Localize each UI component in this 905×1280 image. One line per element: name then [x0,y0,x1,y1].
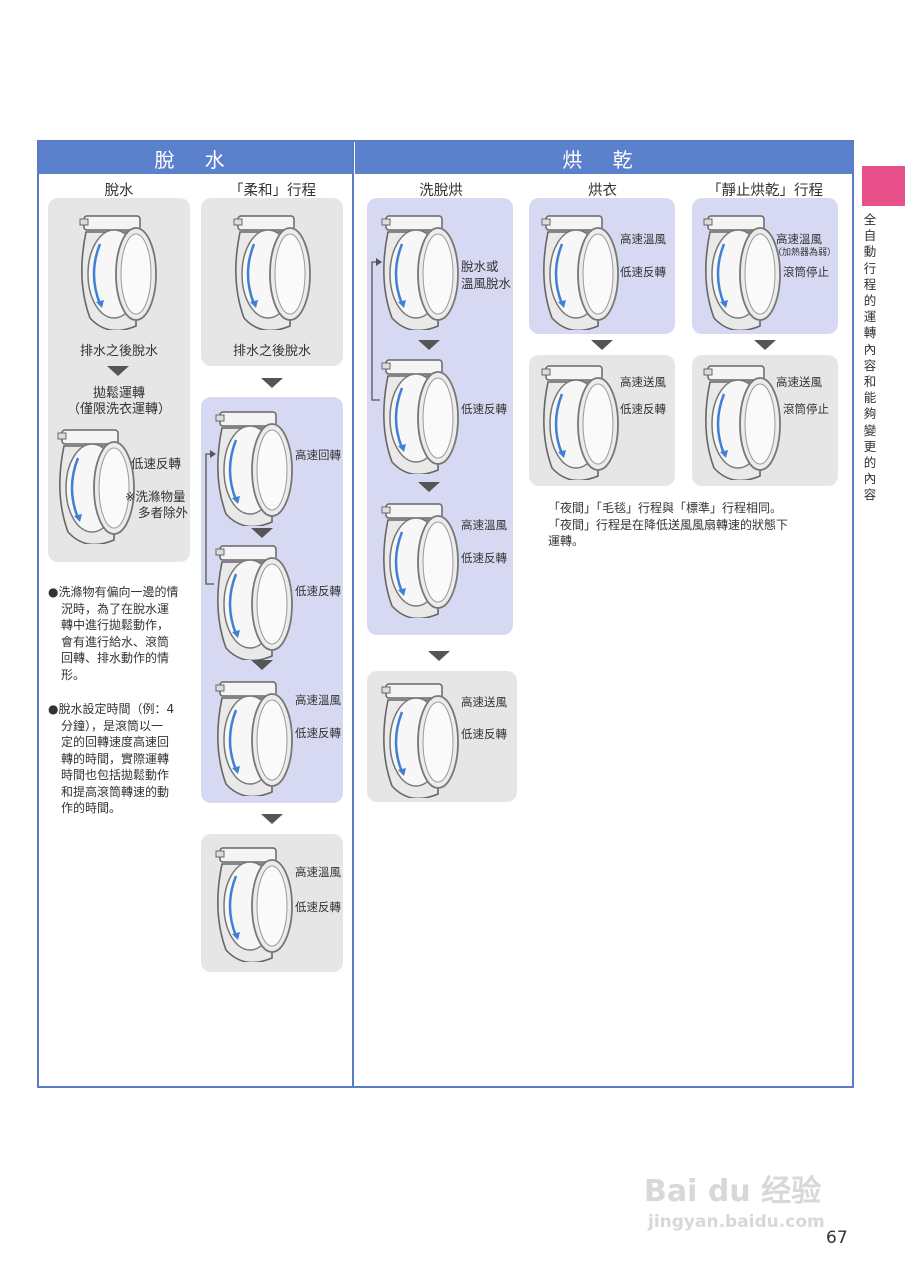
label-low-reverse: 低速反轉 [620,265,666,279]
flow-arrow [418,482,440,492]
flow-arrow [754,340,776,350]
label-low-reverse: 低速反轉 [620,402,666,416]
baidu-watermark-logo: Bai du 经验 [644,1174,822,1209]
col-title-static-dry: 「靜止烘乾」行程 [707,183,823,199]
label-low-reverse: 低速反轉 [461,551,507,565]
label-exclude-1: ※洗滌物量 [125,489,186,504]
caption-drain-spin: 排水之後脫水 [79,344,158,359]
label-high-warm-air: 高速溫風 [461,518,507,532]
drum-illustration [214,680,294,796]
drum-illustration [540,214,620,330]
label-exclude-2: 多者除外 [138,505,189,520]
flow-arrow [261,814,283,824]
side-tab-text: 全自動行程的運轉內容和能夠變更的內容 [863,212,877,503]
flow-arrow [418,340,440,350]
drum-illustration [214,846,294,962]
dry-frame [352,140,854,1088]
label-warm-air-dewater: 溫風脫水 [461,276,512,291]
label-high-warm-air: 高速溫風 [295,865,341,879]
drum-illustration [214,544,294,660]
drum-illustration [214,410,294,526]
label-high-warm-air: 高速溫風 [776,232,822,246]
label-high-send-air: 高速送風 [620,375,666,389]
label-low-reverse: 低速反轉 [295,584,341,598]
col-title-wash-dry: 洗脫烘 [419,183,463,199]
note-spin-time: ●脫水設定時間（例：4 分鐘），是滾筒以一 定的回轉速度高速回 轉的時間，實際運… [48,702,175,815]
col-title-gentle: 「柔和」行程 [229,183,316,199]
section-tab [862,166,905,206]
dewater-header: 脫 水 [39,142,352,174]
page-number: 67 [826,1228,848,1248]
flow-arrow [251,528,273,538]
drum-illustration [702,214,782,330]
label-high-warm-air: 高速溫風 [295,693,341,707]
label-low-reverse: 低速反轉 [295,726,341,740]
drum-illustration [380,358,460,474]
flow-arrow [251,660,273,670]
note-dry-courses: 「夜間」「毛毯」行程與「標準」行程相同。 「夜間」行程是在降低送風風扇轉速的狀態… [548,501,789,548]
caption-loosen-title: 拋鬆運轉 [92,386,145,401]
drum-illustration [232,214,312,330]
label-heater-weak: （加熱器為弱） [773,248,837,258]
drum-illustration [78,214,158,330]
flow-arrow [591,340,613,350]
col-title-dewater: 脫水 [104,183,134,199]
baidu-watermark-url: jingyan.baidu.com [648,1212,825,1232]
label-low-reverse: 低速反轉 [461,727,507,741]
label-high-warm-air: 高速溫風 [620,232,666,246]
label-low-reverse: 低速反轉 [131,456,182,471]
cycle-bracket [371,258,382,401]
flow-arrow [107,366,129,376]
flow-arrow [261,378,283,388]
dry-header: 烘 乾 [355,142,852,174]
drum-illustration [56,428,136,544]
label-drum-stop: 滾筒停止 [783,402,829,416]
label-high-send-air: 高速送風 [461,695,507,709]
flow-arrow [428,651,450,661]
label-high-rotate: 高速回轉 [295,448,341,462]
drum-illustration [380,502,460,618]
note-uneven-load: ●洗滌物有偏向一邊的情 況時，為了在脫水運 轉中進行拋鬆動作， 會有進行給水、滾… [48,585,179,682]
col-title-clothes-dry: 烘衣 [588,183,617,199]
drum-illustration [702,364,782,480]
label-drum-stop: 滾筒停止 [783,265,829,279]
drum-illustration [540,364,620,480]
label-dewater-or: 脫水或 [461,259,499,274]
caption-drain-spin: 排水之後脫水 [232,344,311,359]
label-low-reverse: 低速反轉 [461,402,507,416]
label-high-send-air: 高速送風 [776,375,822,389]
caption-loosen-sub: （僅限洗衣運轉） [66,402,171,417]
drum-illustration [380,214,460,330]
label-low-reverse: 低速反轉 [295,900,341,914]
drum-illustration [380,682,460,798]
cycle-bracket [205,450,216,585]
